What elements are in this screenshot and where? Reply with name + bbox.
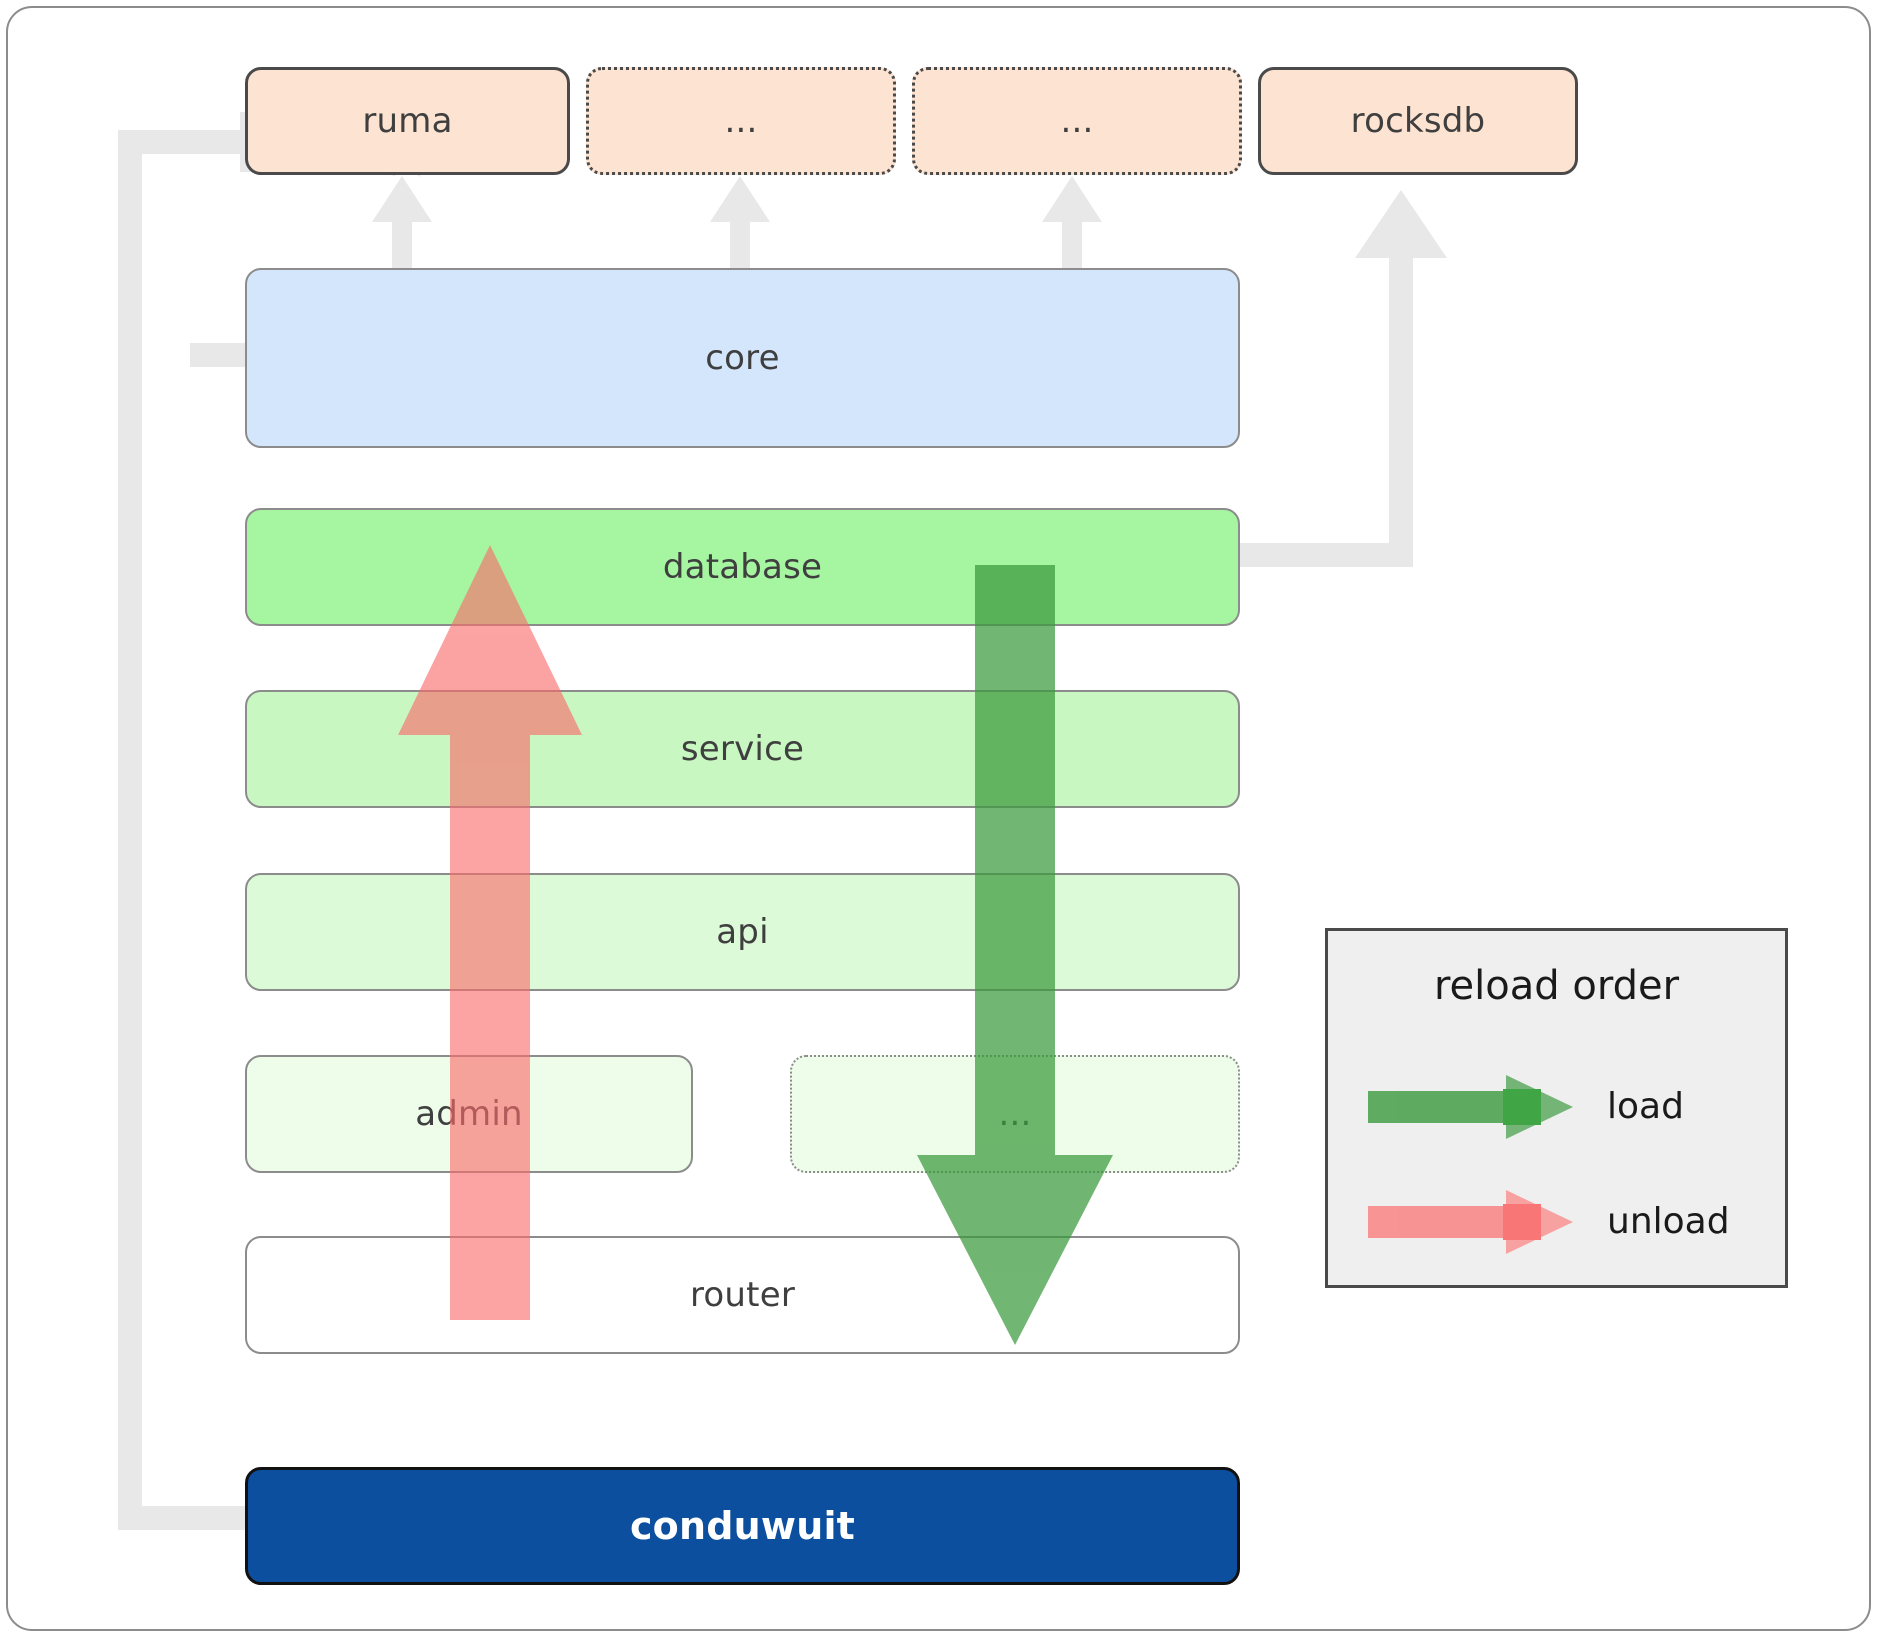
dependency-label: rocksdb (1350, 101, 1486, 141)
legend-label-load: load (1607, 1085, 1684, 1127)
layer-label: api (716, 912, 769, 952)
layer-box-ellipsis[interactable]: ... (790, 1055, 1240, 1173)
layer-box-router[interactable]: router (245, 1236, 1240, 1354)
load-arrow-icon (1368, 1075, 1573, 1139)
legend-row-load: load (1368, 1061, 1768, 1151)
layer-box-core[interactable]: core (245, 268, 1240, 448)
layer-label: ... (998, 1094, 1032, 1134)
legend-row-unload: unload (1368, 1176, 1768, 1266)
dependency-label: ruma (362, 101, 453, 141)
layer-label: router (689, 1275, 795, 1315)
layer-label: database (662, 547, 823, 587)
layer-box-database[interactable]: database (245, 508, 1240, 626)
dependency-box-ellipsis-1[interactable]: ... (586, 67, 896, 175)
unload-arrow-icon (1368, 1190, 1573, 1254)
legend-title: reload order (1433, 963, 1680, 1009)
diagram-outer-frame (6, 6, 1871, 1631)
dependency-label: ... (724, 101, 758, 141)
legend-label-unload: unload (1607, 1200, 1730, 1242)
layer-label: admin (415, 1094, 523, 1134)
layer-label: service (680, 729, 805, 769)
dependency-box-ellipsis-2[interactable]: ... (912, 67, 1242, 175)
binary-box-conduwuit[interactable]: conduwuit (245, 1467, 1240, 1585)
dependency-box-rocksdb[interactable]: rocksdb (1258, 67, 1578, 175)
legend-panel: reload order load unload (1325, 928, 1788, 1288)
dependency-box-ruma[interactable]: ruma (245, 67, 570, 175)
layer-box-api[interactable]: api (245, 873, 1240, 991)
layer-box-service[interactable]: service (245, 690, 1240, 808)
dependency-label: ... (1060, 101, 1094, 141)
binary-label: conduwuit (629, 1504, 856, 1548)
layer-label: core (705, 338, 780, 378)
layer-box-admin[interactable]: admin (245, 1055, 693, 1173)
